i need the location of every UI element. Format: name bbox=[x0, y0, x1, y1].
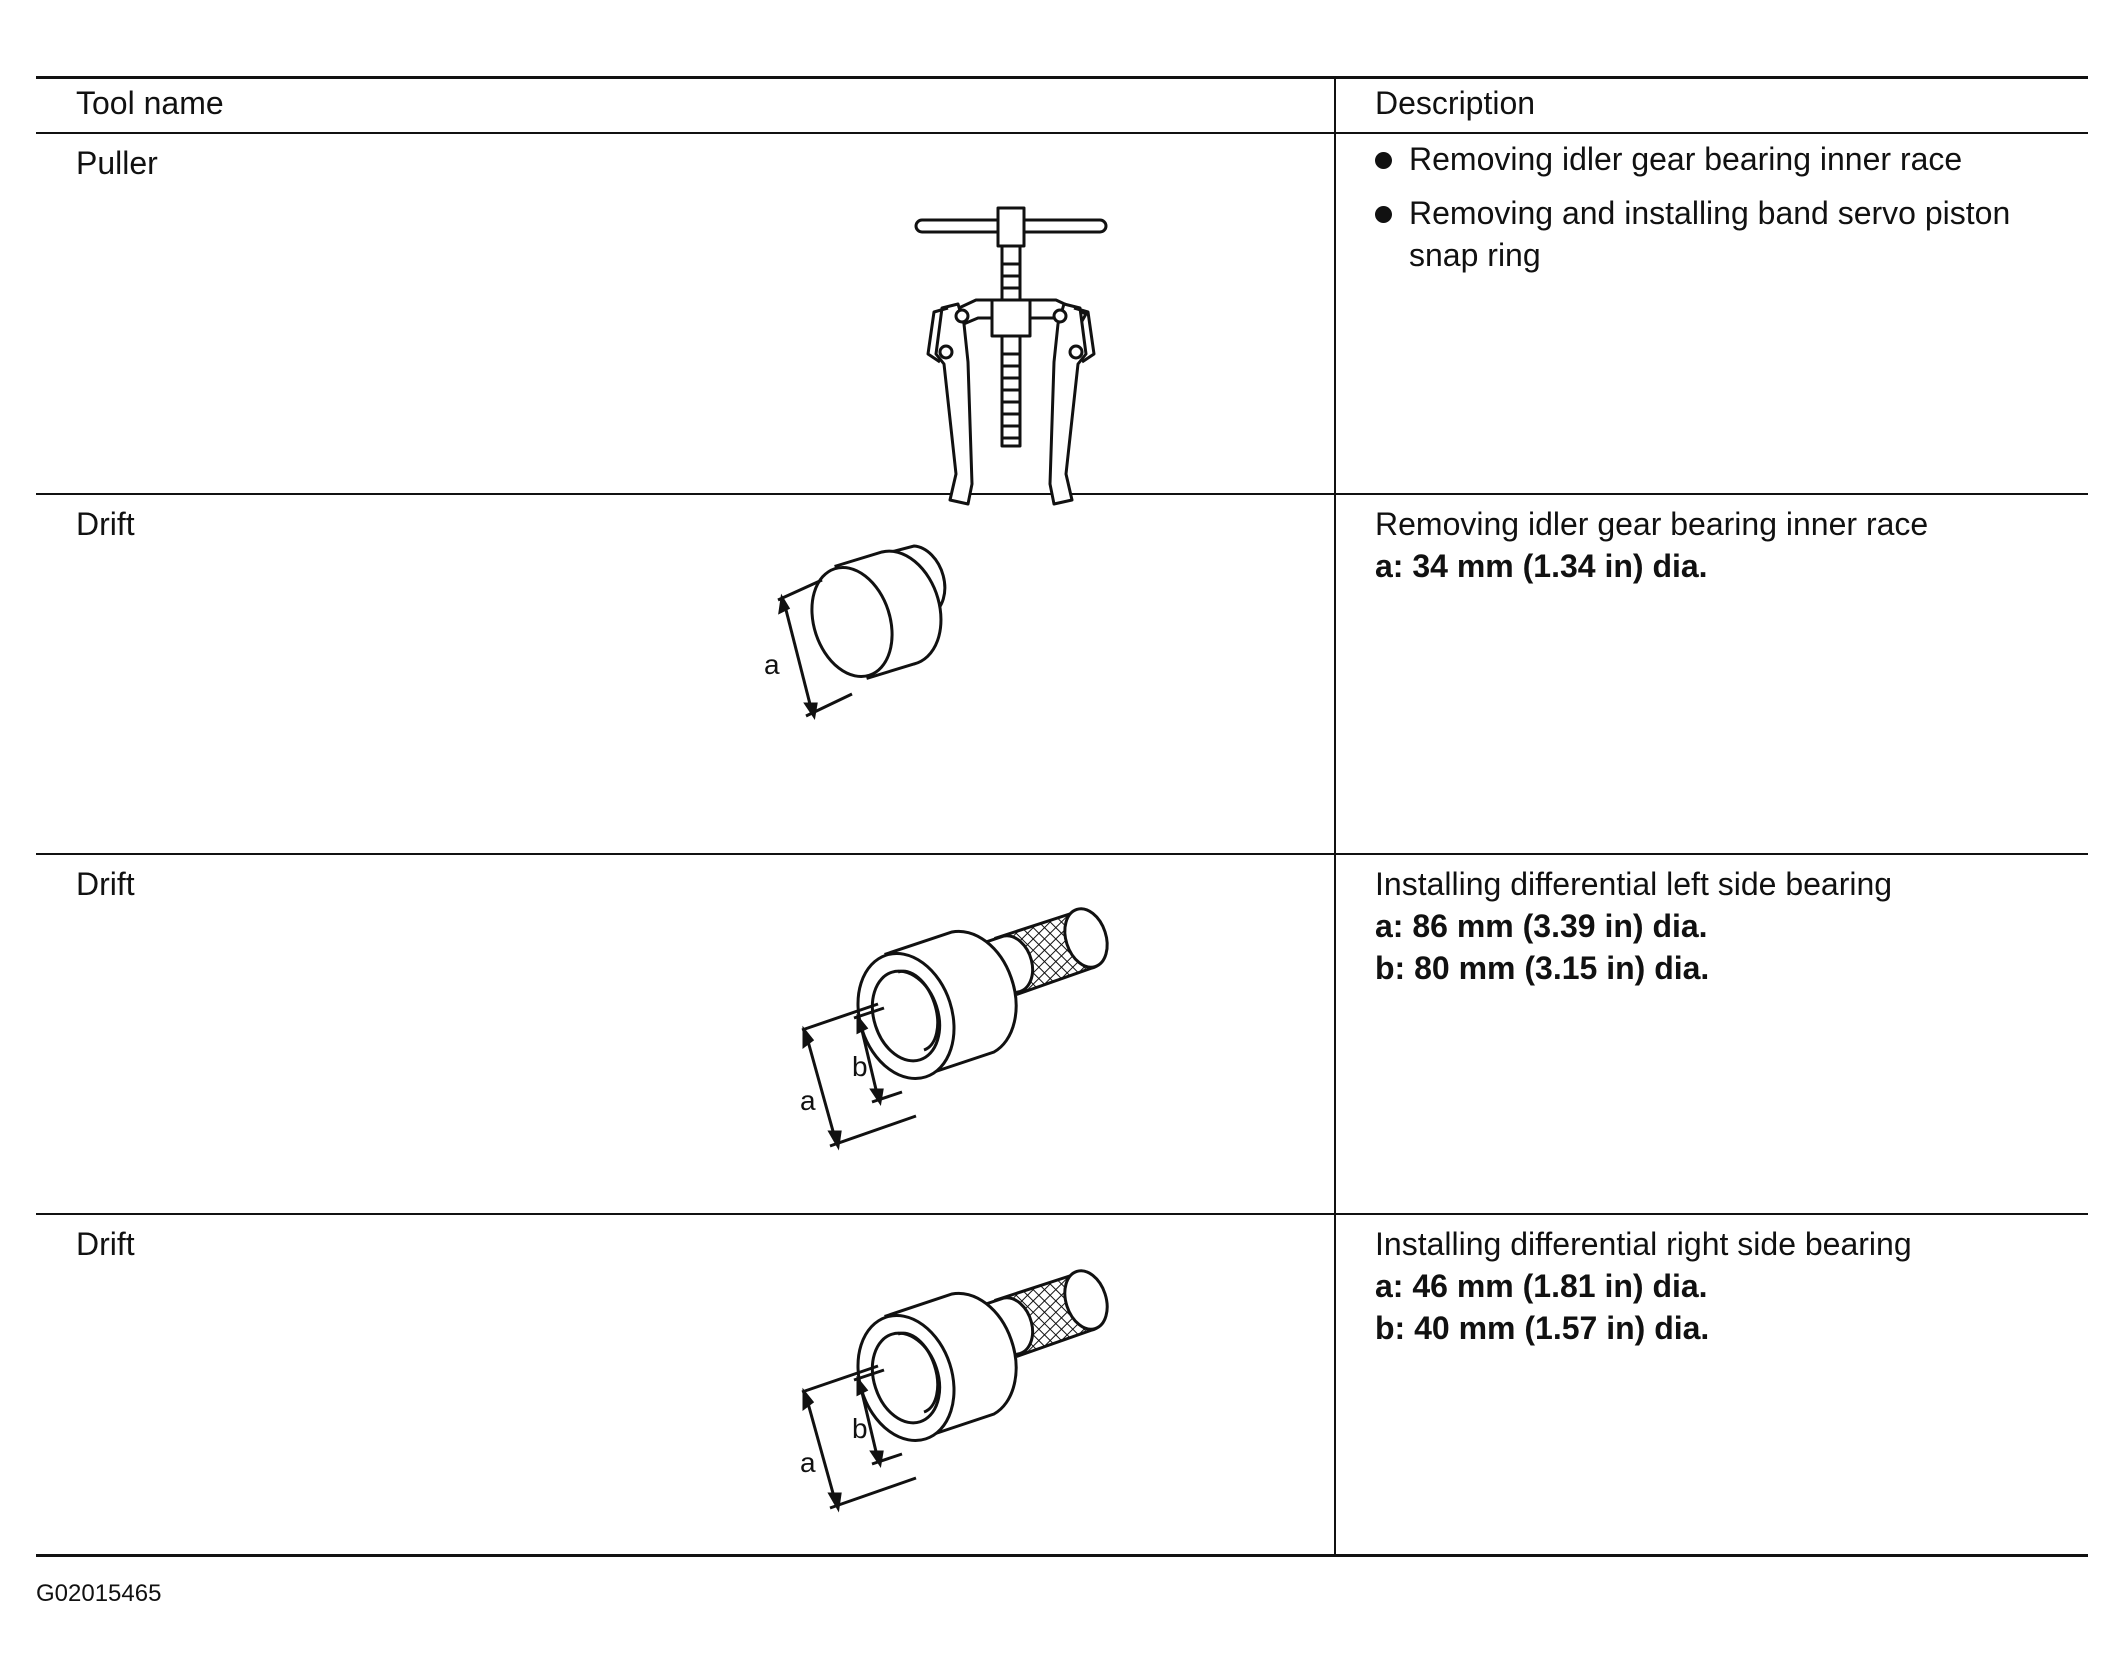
dimension-spec: a: 46 mm (1.81 in) dia. bbox=[1375, 1268, 1708, 1304]
drift-usage: Removing idler gear bearing inner race bbox=[1375, 506, 1929, 542]
list-item: Removing idler gear bearing inner race bbox=[1375, 138, 2010, 180]
drift-usage: Installing differential right side beari… bbox=[1375, 1226, 1912, 1262]
puller-description-list: Removing idler gear bearing inner race R… bbox=[1375, 138, 2010, 276]
header-tool-name: Tool name bbox=[76, 85, 224, 121]
bullet-icon bbox=[1375, 152, 1392, 169]
dimension-spec: a: 86 mm (3.39 in) dia. bbox=[1375, 908, 1708, 944]
drift-description: Installing differential left side bearin… bbox=[1375, 863, 1892, 989]
drift-usage: Installing differential left side bearin… bbox=[1375, 866, 1893, 902]
dimension-label-a: a bbox=[800, 1447, 816, 1478]
special-tools-table: Tool name Description Puller Removing id… bbox=[36, 76, 2088, 1557]
tool-name-drift: Drift bbox=[76, 866, 135, 902]
dimension-label-a: a bbox=[764, 649, 780, 680]
dimension-label-b: b bbox=[852, 1413, 868, 1444]
tool-name-drift: Drift bbox=[76, 506, 135, 542]
column-divider bbox=[1334, 76, 1336, 1557]
row-divider bbox=[36, 853, 2088, 855]
list-item: Removing and installing band servo pisto… bbox=[1375, 192, 2010, 276]
dimension-spec: b: 80 mm (3.15 in) dia. bbox=[1375, 950, 1710, 986]
dimension-label-b: b bbox=[852, 1051, 868, 1082]
tool-name-drift: Drift bbox=[76, 1226, 135, 1262]
row-divider bbox=[36, 1213, 2088, 1215]
drift-illustration-icon: a bbox=[764, 544, 947, 720]
dimension-label-a: a bbox=[800, 1085, 816, 1116]
table-top-rule bbox=[36, 76, 2088, 79]
knurled-drift-illustration-icon: a b bbox=[800, 1269, 1109, 1513]
header-description: Description bbox=[1375, 85, 1536, 121]
dimension-spec: a: 34 mm (1.34 in) dia. bbox=[1375, 548, 1708, 584]
drift-description: Installing differential right side beari… bbox=[1375, 1223, 1912, 1349]
dimension-spec: b: 40 mm (1.57 in) dia. bbox=[1375, 1310, 1710, 1346]
figure-number: G02015465 bbox=[36, 1580, 162, 1607]
knurled-drift-illustration-icon: a b bbox=[800, 907, 1109, 1151]
header-rule bbox=[36, 132, 2088, 134]
puller-illustration-icon bbox=[914, 206, 1108, 506]
table-bottom-rule bbox=[36, 1554, 2088, 1557]
tool-name-puller: Puller bbox=[76, 145, 158, 181]
bullet-icon bbox=[1375, 206, 1392, 223]
drift-description: Removing idler gear bearing inner race a… bbox=[1375, 503, 1928, 587]
